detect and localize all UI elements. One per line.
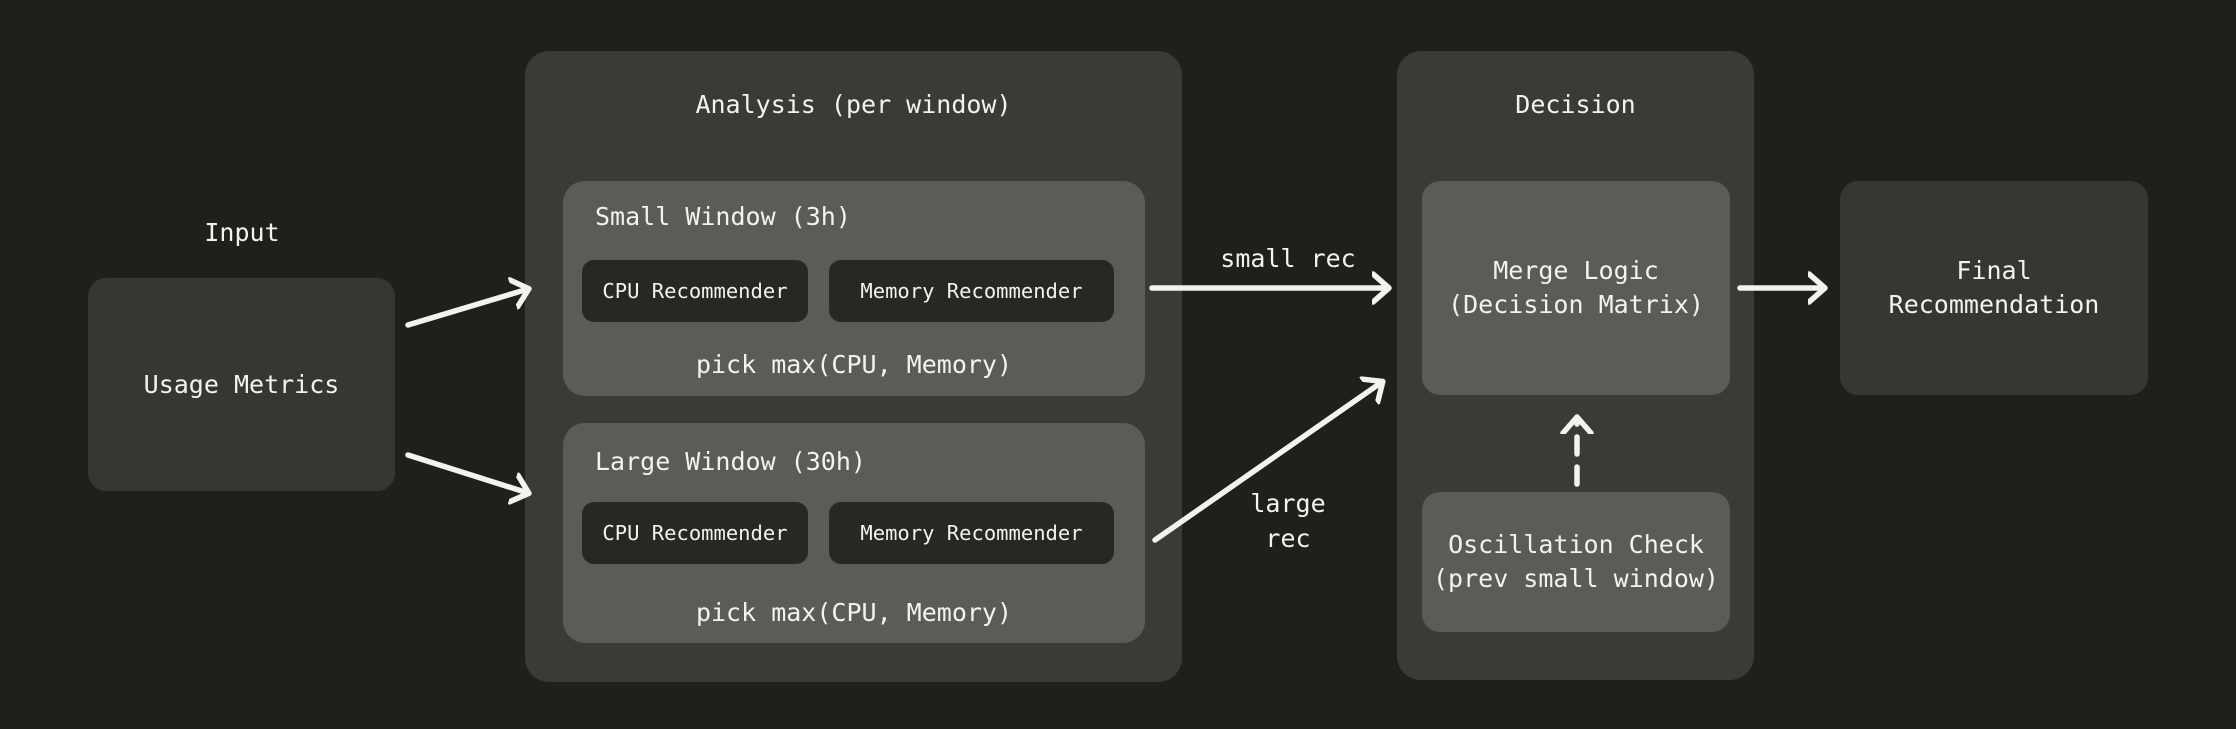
large-window-memory-recommender-label: Memory Recommender <box>860 521 1083 545</box>
large-rec-edge-label: large rec <box>1250 489 1326 553</box>
small-window-title: Small Window (3h) <box>595 202 851 231</box>
edge-usage-to-large-window <box>405 452 528 493</box>
analysis-group-title: Analysis (per window) <box>695 90 1012 119</box>
merge-logic-node: Merge Logic (Decision Matrix) <box>1422 181 1730 395</box>
small-window-cpu-recommender-node: CPU Recommender <box>582 260 808 322</box>
small-rec-edge-label: small rec <box>1220 244 1356 273</box>
merge-logic-label: Merge Logic (Decision Matrix) <box>1448 256 1704 319</box>
large-window-memory-recommender-node: Memory Recommender <box>829 502 1114 564</box>
small-window-memory-recommender-label: Memory Recommender <box>860 279 1083 303</box>
final-recommendation-node: Final Recommendation <box>1840 181 2148 395</box>
edge-usage-to-small-window <box>405 289 528 328</box>
decision-group-title: Decision <box>1515 90 1636 119</box>
large-window-cpu-recommender-node: CPU Recommender <box>582 502 808 564</box>
oscillation-check-label: Oscillation Check (prev small window) <box>1433 530 1719 593</box>
small-window-memory-recommender-node: Memory Recommender <box>829 260 1114 322</box>
large-window-pick-max-note: pick max(CPU, Memory) <box>695 598 1013 627</box>
large-window-cpu-recommender-label: CPU Recommender <box>602 521 788 545</box>
oscillation-check-node: Oscillation Check (prev small window) <box>1422 492 1730 632</box>
small-window-pick-max-note: pick max(CPU, Memory) <box>695 350 1013 379</box>
usage-metrics-node: Usage Metrics <box>88 278 395 491</box>
input-group-label: Input <box>204 218 280 247</box>
small-window-cpu-recommender-label: CPU Recommender <box>602 279 788 303</box>
final-recommendation-label: Final Recommendation <box>1888 256 2100 319</box>
usage-metrics-label: Usage Metrics <box>143 369 340 399</box>
large-window-title: Large Window (30h) <box>595 447 866 476</box>
